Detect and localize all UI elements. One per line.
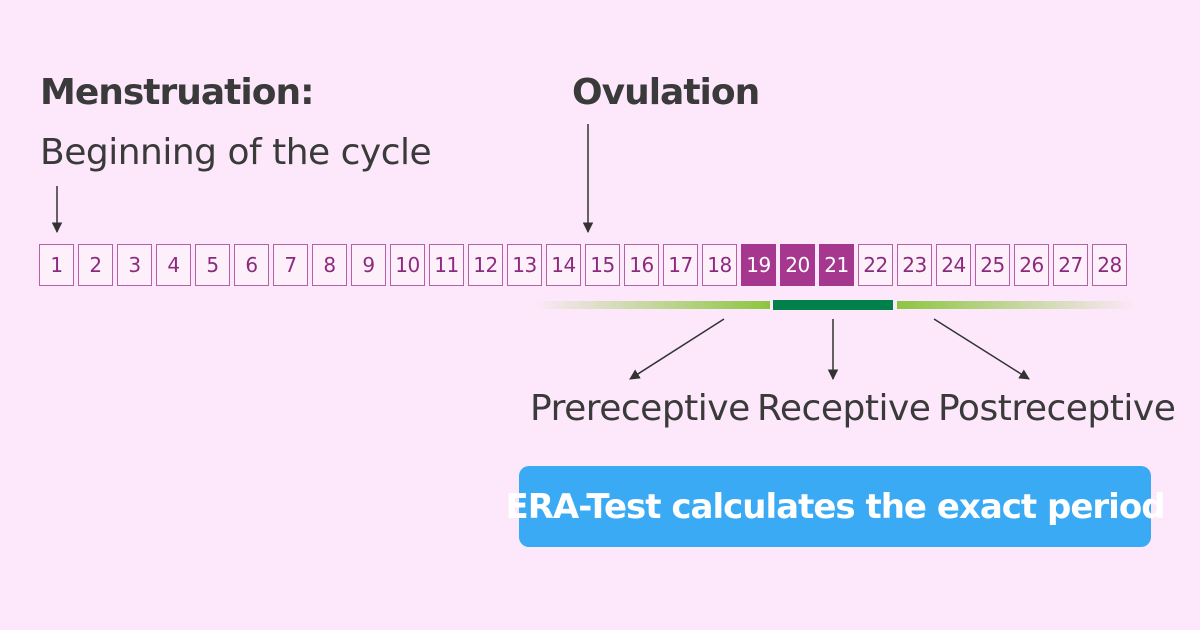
menstruation-subtitle: Beginning of the cycle — [40, 132, 432, 173]
day-cell: 28 — [1092, 244, 1127, 286]
prereceptive-bar — [532, 301, 770, 309]
menstruation-title: Menstruation: — [40, 72, 314, 113]
day-cell: 19 — [741, 244, 776, 286]
day-cell: 21 — [819, 244, 854, 286]
day-cell: 1 — [39, 244, 74, 286]
postreceptive-bar — [897, 301, 1137, 309]
day-cell: 23 — [897, 244, 932, 286]
day-cell: 6 — [234, 244, 269, 286]
day-cell: 3 — [117, 244, 152, 286]
day-cell: 17 — [663, 244, 698, 286]
day-cell: 7 — [273, 244, 308, 286]
day-cell: 18 — [702, 244, 737, 286]
day-cell: 2 — [78, 244, 113, 286]
ovulation-title: Ovulation — [572, 72, 760, 113]
day-cell: 9 — [351, 244, 386, 286]
day-cell: 12 — [468, 244, 503, 286]
prereceptive-label: Prereceptive — [530, 388, 750, 429]
day-cell: 22 — [858, 244, 893, 286]
day-cell: 13 — [507, 244, 542, 286]
day-cell: 8 — [312, 244, 347, 286]
receptive-bar — [773, 300, 893, 310]
era-test-banner: ERA-Test calculates the exact period — [505, 466, 1166, 547]
day-cell: 5 — [195, 244, 230, 286]
era-test-text: ERA-Test calculates the exact period — [505, 486, 1165, 527]
day-cell: 11 — [429, 244, 464, 286]
day-cell: 24 — [936, 244, 971, 286]
day-cell: 20 — [780, 244, 815, 286]
day-cell: 25 — [975, 244, 1010, 286]
day-cell: 26 — [1014, 244, 1049, 286]
day-cell: 4 — [156, 244, 191, 286]
day-cell: 27 — [1053, 244, 1088, 286]
day-cell: 15 — [585, 244, 620, 286]
postreceptive-arrow — [933, 318, 1030, 380]
day-cell: 16 — [624, 244, 659, 286]
postreceptive-label: Postreceptive — [938, 388, 1176, 429]
day-cell: 10 — [390, 244, 425, 286]
prereceptive-arrow — [629, 318, 725, 380]
day-cell: 14 — [546, 244, 581, 286]
receptive-label: Receptive — [757, 388, 931, 429]
